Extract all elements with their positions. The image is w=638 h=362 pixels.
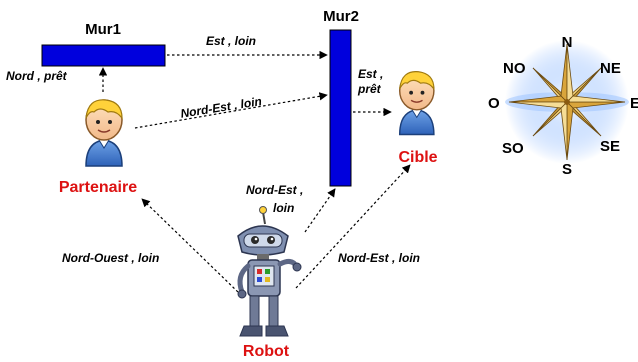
person-icon xyxy=(85,99,123,167)
partner-label: Partenaire xyxy=(59,179,137,196)
compass-rose: N NE E SE S SO O NO xyxy=(488,34,638,178)
wall1: Mur1 xyxy=(41,21,166,67)
label-robot-to-partner: Nord-Ouest , loin xyxy=(62,251,159,265)
compass-no: NO xyxy=(503,60,526,77)
label-partner-to-wall1: Nord , prêt xyxy=(6,69,68,83)
compass-rose-icon xyxy=(505,40,629,164)
wall1-label: Mur1 xyxy=(85,21,121,38)
arrow-robot-to-partner xyxy=(141,198,239,293)
wall2: Mur2 xyxy=(323,8,359,187)
arrow-robot-to-target xyxy=(295,164,411,289)
compass-so: SO xyxy=(502,140,524,157)
compass-se: SE xyxy=(600,138,620,155)
label-wall1-to-wall2: Est , loin xyxy=(206,34,256,48)
target-label: Cible xyxy=(398,149,437,166)
wall1-bar xyxy=(41,44,166,67)
robot: Robot xyxy=(237,206,302,360)
label-robot-to-wall2-line1: Nord-Est , xyxy=(246,183,303,197)
arrow-partner-to-wall2 xyxy=(134,92,328,129)
robot-icon xyxy=(237,206,302,337)
wall2-bar xyxy=(329,29,352,187)
label-wall2-to-target-line2: prêt xyxy=(357,82,382,96)
person-icon xyxy=(398,71,435,136)
label-wall2-to-target-line1: Est , xyxy=(358,67,383,81)
partner: Partenaire xyxy=(59,99,137,196)
compass-ne: NE xyxy=(600,60,621,77)
label-robot-to-target: Nord-Est , loin xyxy=(338,251,420,265)
compass-s: S xyxy=(562,161,572,178)
robot-label: Robot xyxy=(243,343,290,360)
label-partner-to-wall2: Nord-Est , loin xyxy=(180,94,263,121)
compass-e: E xyxy=(630,95,638,112)
compass-n: N xyxy=(562,34,573,51)
compass-o: O xyxy=(488,95,500,112)
target: Cible xyxy=(398,71,438,166)
wall2-label: Mur2 xyxy=(323,8,359,25)
label-robot-to-wall2-line2: loin xyxy=(273,201,294,215)
arrow-robot-to-wall2 xyxy=(304,188,336,233)
